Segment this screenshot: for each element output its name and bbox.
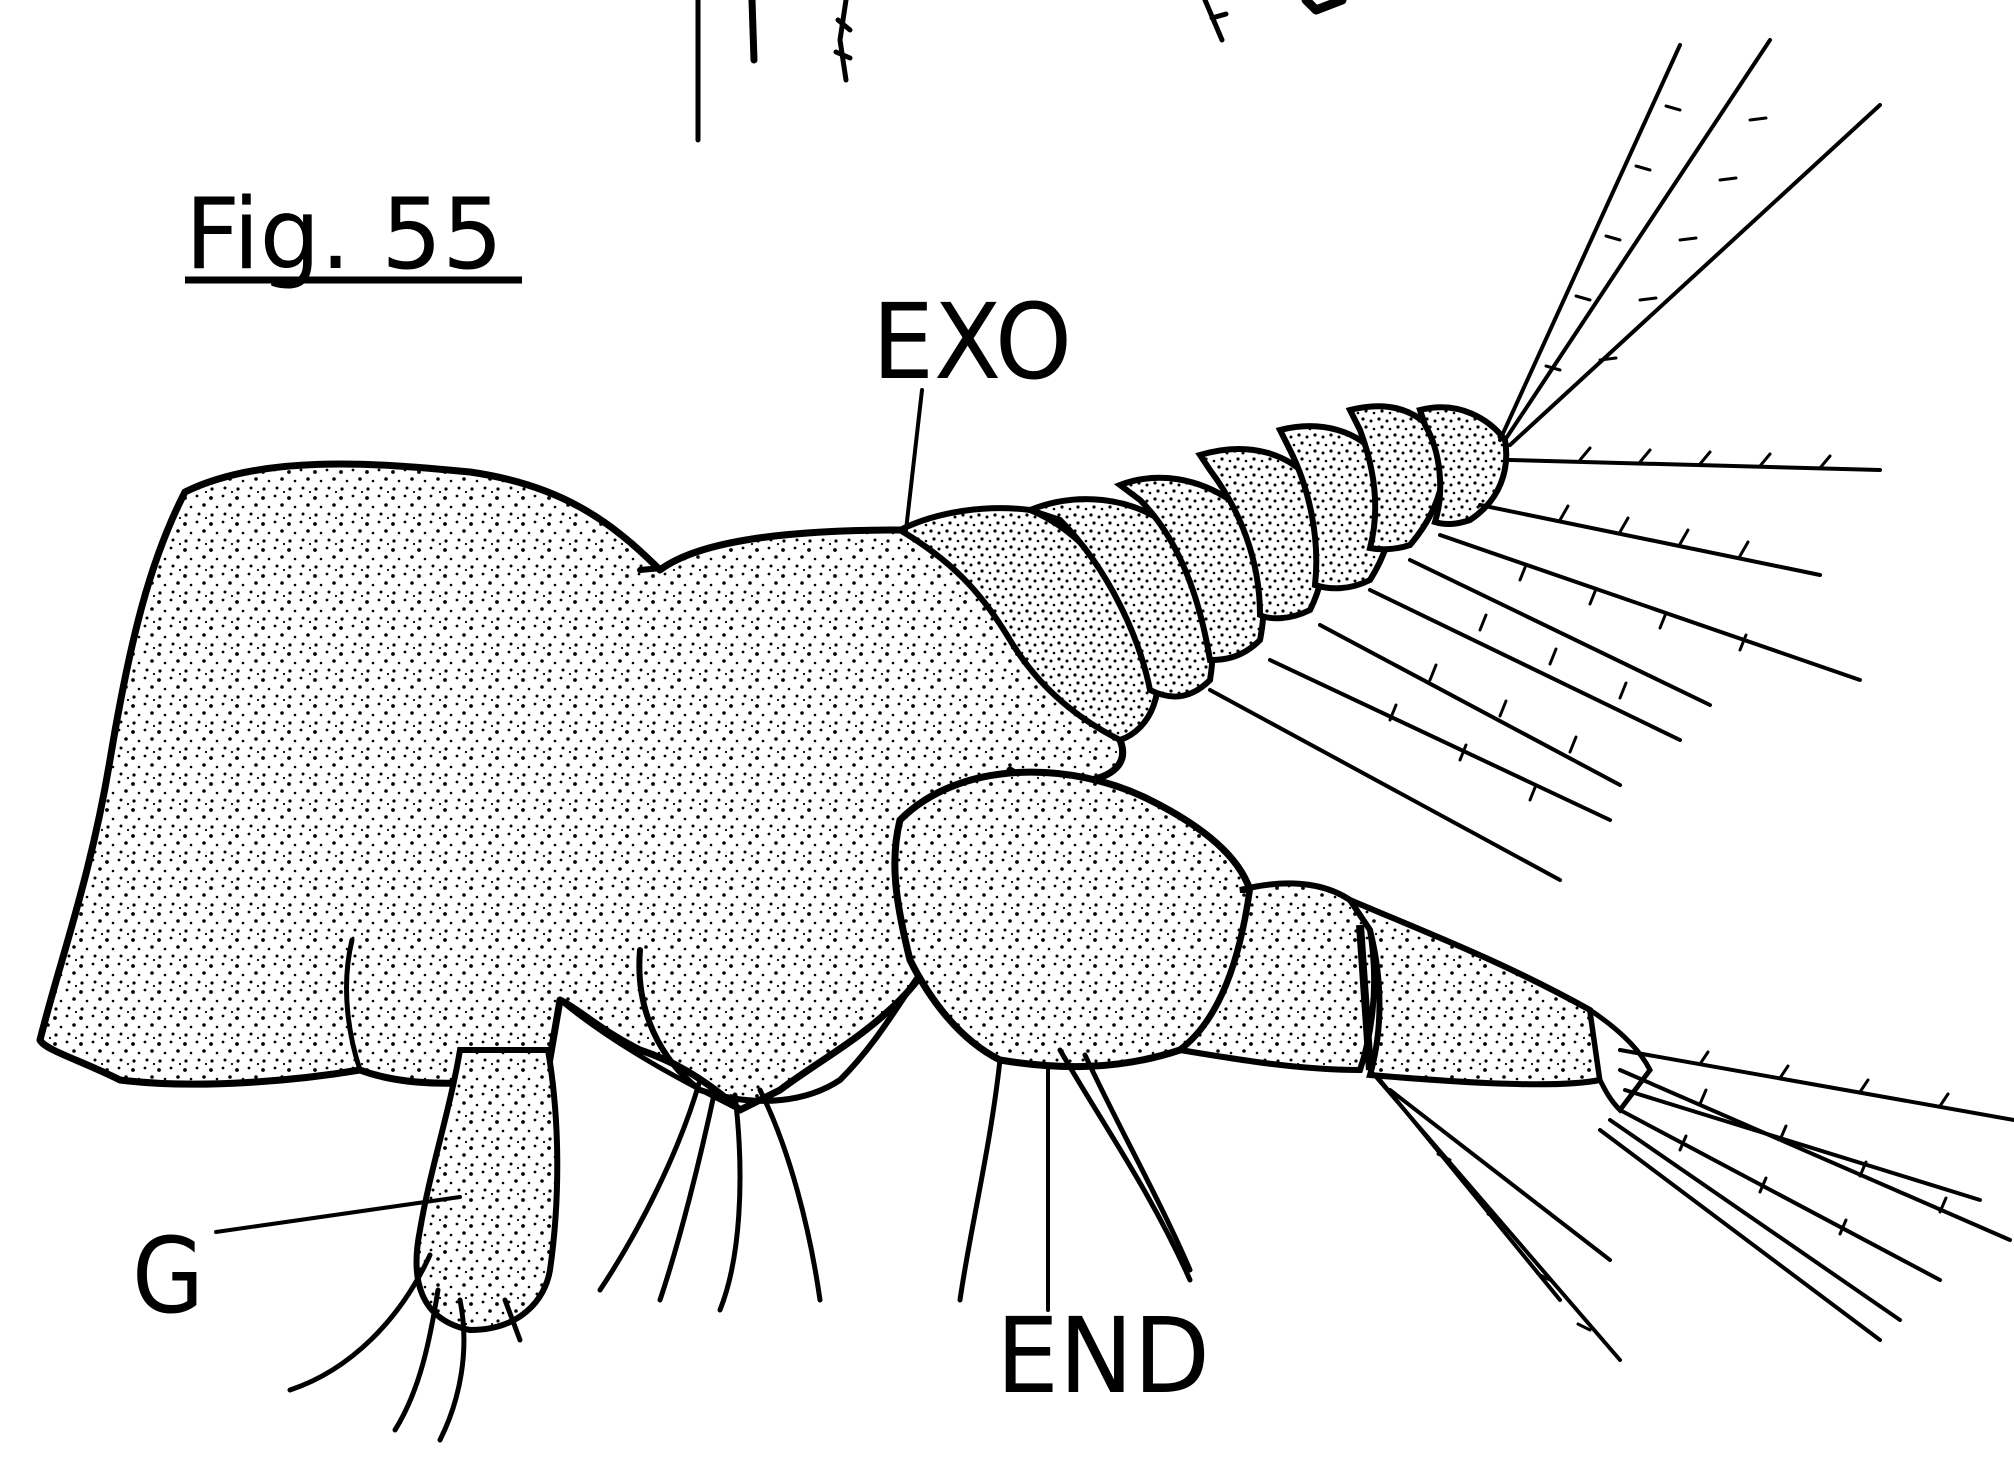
endopod-lobe bbox=[895, 772, 1250, 1066]
exo-leader-line bbox=[906, 390, 922, 530]
exo-label: EXO bbox=[872, 281, 1072, 403]
end-label: END bbox=[996, 1295, 1210, 1417]
figure-above-fragments bbox=[698, 0, 1342, 140]
figure-title: Fig. 55 bbox=[185, 178, 503, 292]
endopod-segment-2 bbox=[1350, 900, 1600, 1084]
endopod-tip-setae bbox=[1370, 1050, 2014, 1360]
body-lobe-notch bbox=[640, 568, 662, 570]
g-label: G bbox=[132, 1215, 204, 1337]
lobe-setae bbox=[600, 1050, 1190, 1310]
